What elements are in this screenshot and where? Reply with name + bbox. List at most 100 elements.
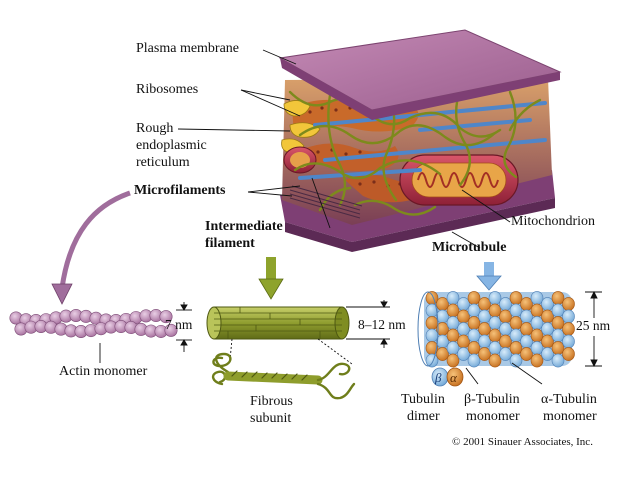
alpha-tubulin-bead	[446, 328, 460, 343]
alpha-tubulin-bead	[562, 297, 575, 311]
beta-tubulin-bead	[530, 341, 544, 355]
beta-tubulin-bead	[436, 309, 449, 324]
alpha-tubulin-bead	[488, 303, 502, 318]
alpha-tubulin-label-line2: monomer	[543, 409, 597, 424]
alpha-tubulin-bead	[425, 291, 439, 305]
actin-bead	[159, 310, 173, 324]
intermediate-dimension	[229, 300, 390, 365]
alpha-tubulin-bead	[530, 328, 544, 343]
alpha-tubulin-bead	[488, 328, 502, 343]
alpha-tubulin-bead	[530, 353, 544, 368]
beta-tubulin-bead	[446, 341, 460, 355]
beta-tubulin-bead	[520, 309, 533, 324]
alpha-tubulin-bead	[541, 309, 554, 324]
alpha-tubulin-bead	[478, 347, 491, 361]
beta-tubulin-bead	[541, 322, 554, 336]
beta-tubulin-bead	[425, 328, 439, 343]
beta-tubulin-bead	[541, 297, 554, 311]
small-mitochondrion	[283, 146, 317, 174]
intermediate-filament-label-line2: filament	[205, 236, 255, 251]
filament-network	[288, 88, 542, 216]
actin-monomer-label: Actin monomer	[59, 364, 148, 379]
alpha-tubulin-bead	[520, 347, 533, 361]
tubulin-dimer-icon	[431, 367, 464, 387]
microfilament-arrowhead	[51, 283, 73, 305]
microfilament-arrow	[59, 190, 131, 289]
alpha-tubulin-bead	[436, 297, 449, 311]
alpha-tubulin-bead	[520, 297, 533, 311]
alpha-tubulin-bead	[457, 309, 470, 324]
alpha-tubulin-bead	[467, 341, 481, 355]
beta-tubulin-bead	[541, 347, 554, 361]
rough-er-label-line1: Rough	[136, 121, 174, 136]
alpha-tubulin-bead	[509, 291, 523, 305]
intermediate-arrowhead	[258, 278, 284, 300]
beta-tubulin-bead	[509, 353, 523, 368]
microtubule-arrowhead	[476, 275, 502, 291]
alpha-tubulin-bead	[541, 334, 554, 349]
beta-tubulin-bead	[551, 328, 565, 343]
beta-tubulin-bead	[457, 347, 470, 361]
intermediate-filament-label-line1: Intermediate	[205, 219, 283, 234]
microfilaments-label: Microfilaments	[134, 183, 226, 198]
actin-filament	[9, 309, 178, 338]
alpha-tubulin-bead	[562, 347, 575, 361]
alpha-tubulin-bead	[551, 291, 565, 305]
beta-tubulin-bead	[488, 341, 502, 355]
actin-dimension	[99, 302, 192, 363]
beta-tubulin-bead	[478, 309, 491, 324]
alpha-tubulin-bead	[457, 334, 470, 349]
alpha-tubulin-bead	[478, 297, 491, 311]
alpha-tubulin-bead	[436, 347, 449, 361]
fibrous-subunit-label-line1: Fibrous	[250, 394, 293, 409]
actin-bead	[164, 323, 178, 337]
beta-tubulin-label-line1: β-Tubulin	[464, 392, 520, 407]
intermediate-size-label: 8–12 nm	[358, 317, 406, 332]
beta-tubulin-bead	[467, 303, 481, 318]
alpha-tubulin-bead	[551, 316, 565, 330]
plasma-membrane-edge	[280, 58, 560, 120]
beta-tubulin-bead	[551, 303, 565, 318]
alpha-tubulin-bead	[509, 341, 523, 355]
beta-tubulin-bead	[467, 328, 481, 343]
beta-tubulin-bead	[446, 291, 460, 305]
alpha-symbol: α	[450, 370, 457, 385]
beta-tubulin-bead	[551, 353, 565, 368]
copyright-notice: © 2001 Sinauer Associates, Inc.	[452, 436, 593, 448]
beta-tubulin-bead	[488, 316, 502, 330]
alpha-tubulin-bead	[562, 322, 575, 336]
microfilaments-in-cell	[289, 185, 363, 219]
beta-tubulin-bead	[457, 297, 470, 311]
leader-lines	[177, 49, 511, 249]
tubulin-leaders	[465, 362, 543, 385]
plasma-membrane-label: Plasma membrane	[136, 41, 240, 56]
alpha-tubulin-bead	[499, 309, 512, 324]
beta-symbol: β	[435, 370, 442, 385]
alpha-tubulin-bead	[478, 322, 491, 336]
alpha-tubulin-label-line1: α-Tubulin	[541, 392, 597, 407]
rough-er-label-line2: endoplasmic	[136, 138, 207, 153]
intermediate-filament-rope	[206, 306, 350, 340]
beta-tubulin-bead	[425, 353, 439, 368]
beta-tubulin-bead	[457, 322, 470, 336]
fibrous-subunit-label-line2: subunit	[250, 411, 292, 426]
beta-tubulin-bead	[499, 322, 512, 336]
beta-tubulin-bead	[562, 309, 575, 324]
beta-tubulin-bead	[520, 334, 533, 349]
beta-tubulin-bead	[436, 334, 449, 349]
beta-tubulin-bead	[509, 328, 523, 343]
microtubule-end	[417, 291, 439, 367]
cell-block	[278, 29, 562, 252]
beta-tubulin-bead	[499, 297, 512, 311]
rough-er-label-line3: reticulum	[136, 155, 190, 170]
microtubule-size-label: 25 nm	[576, 318, 611, 333]
arrows	[51, 190, 502, 305]
alpha-tubulin-bead	[467, 291, 481, 305]
tubulin-dimer-label-line2: dimer	[407, 409, 440, 424]
alpha-tubulin-bead	[530, 303, 544, 318]
alpha-tubulin-bead	[446, 303, 460, 318]
mitochondrion-label: Mitochondrion	[511, 214, 595, 229]
alpha-tubulin-bead	[509, 316, 523, 330]
